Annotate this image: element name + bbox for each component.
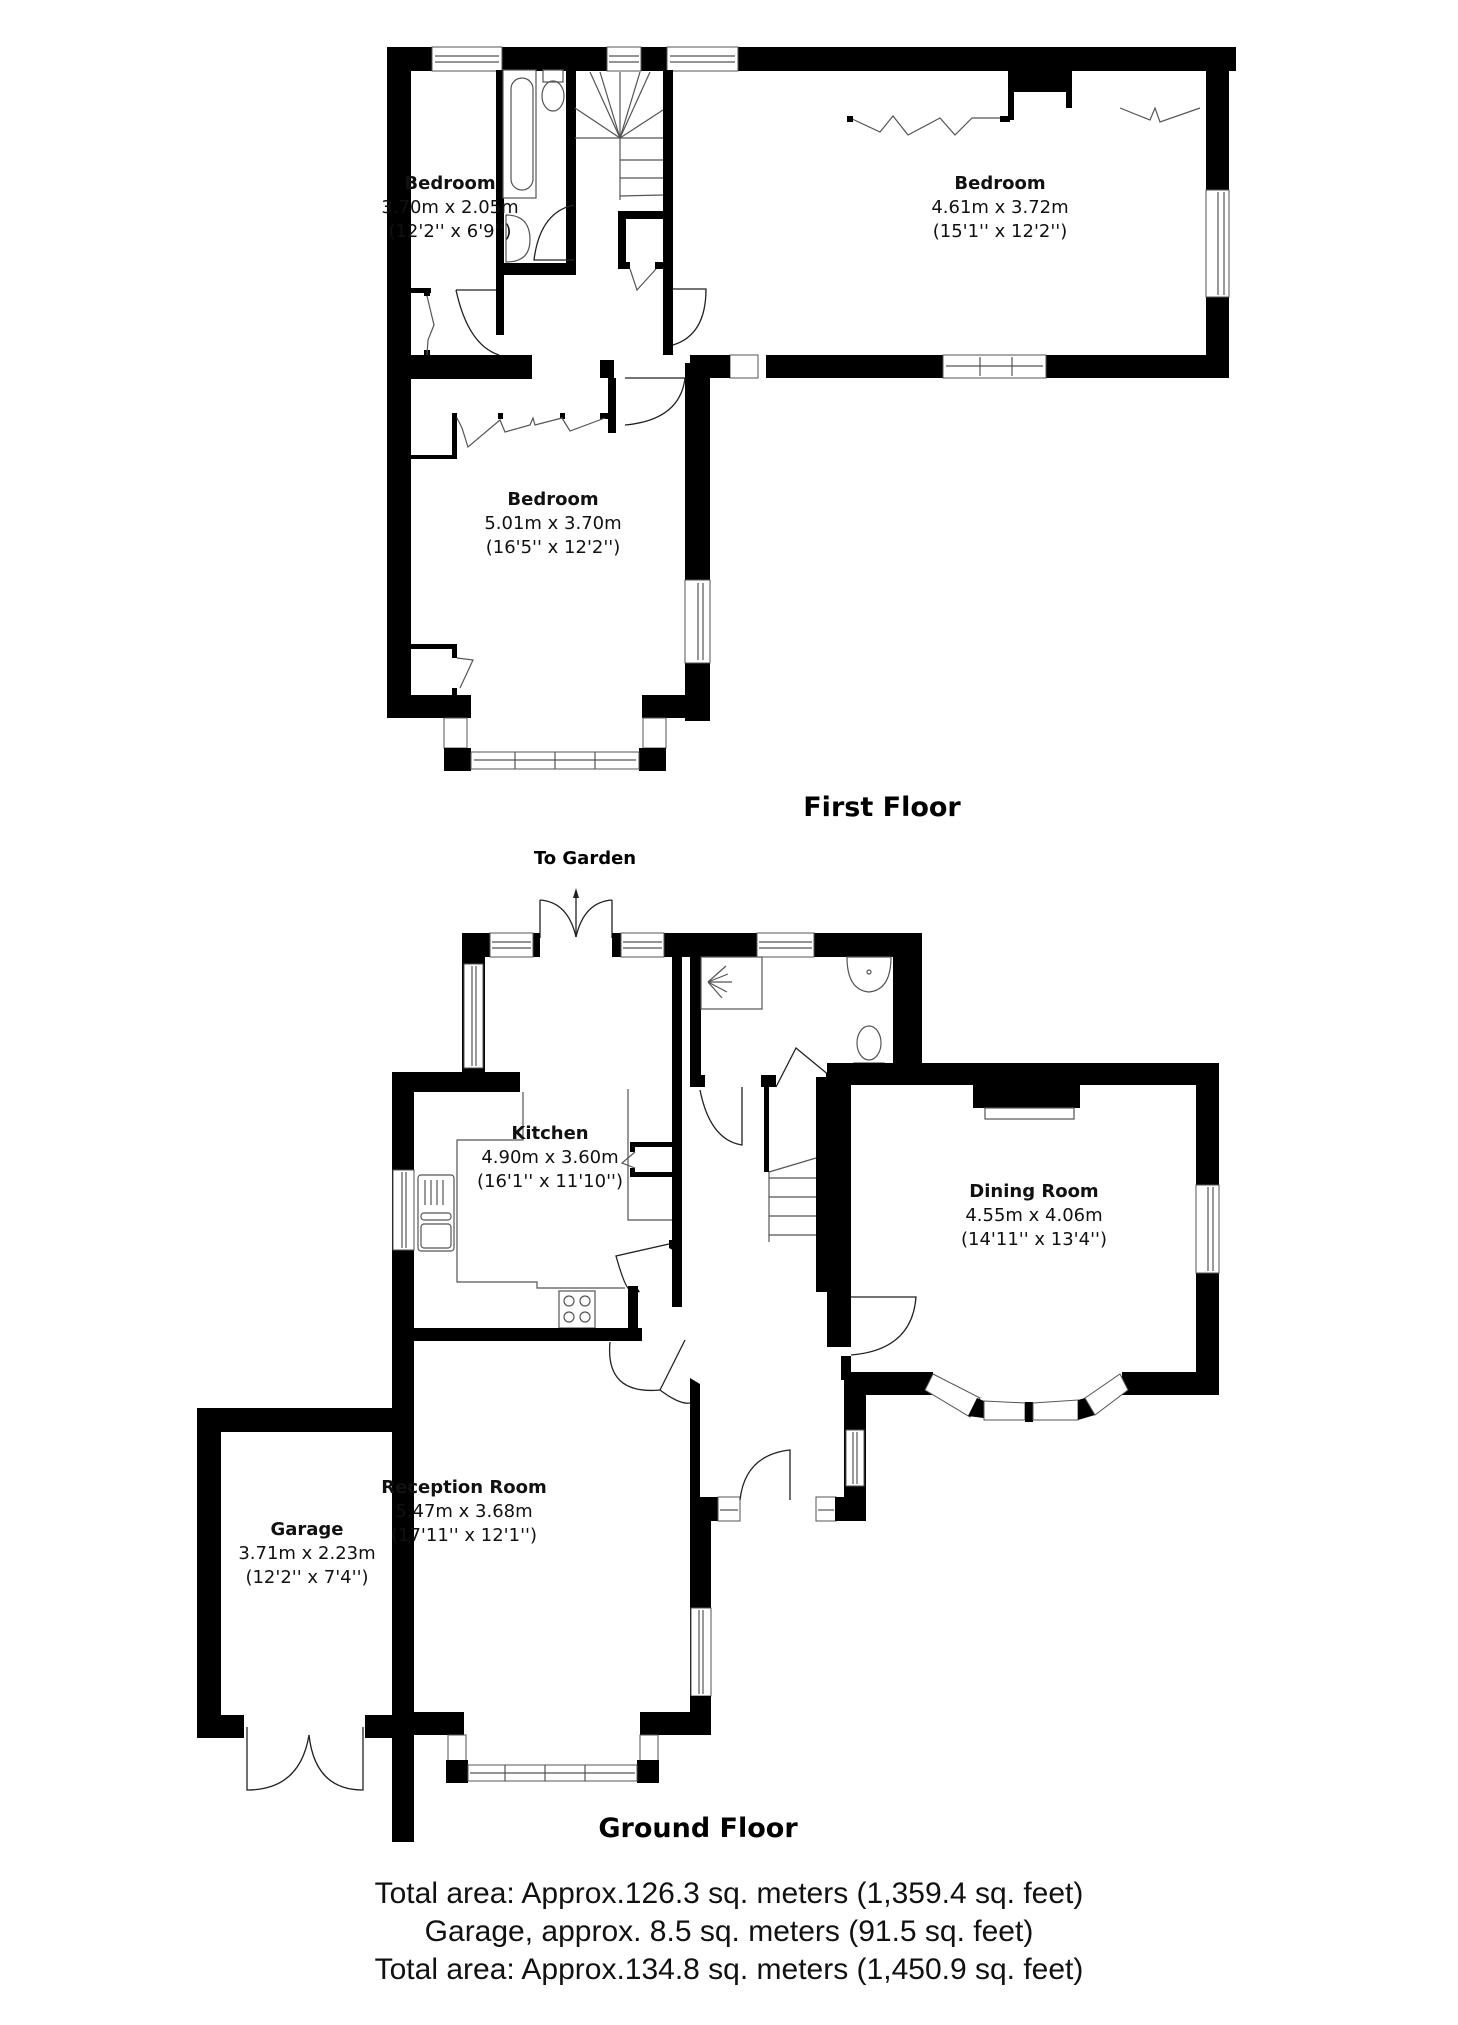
room-label-kitchen: Kitchen 4.90m x 3.60m (16'1'' x 11'10'') xyxy=(477,1122,623,1193)
room-label-reception-room: Reception Room 5.47m x 3.68m (17'11'' x … xyxy=(381,1476,546,1547)
room-dimensions-metric: 3.70m x 2.05m xyxy=(381,196,519,218)
room-dimensions-imperial: (14'11'' x 13'4'') xyxy=(961,1228,1107,1250)
room-label-bedroom-2: Bedroom 4.61m x 3.72m (15'1'' x 12'2'') xyxy=(931,172,1068,243)
room-label-dining-room: Dining Room 4.55m x 4.06m (14'11'' x 13'… xyxy=(961,1180,1107,1251)
room-dimensions-imperial: (12'2'' x 6'9'') xyxy=(388,220,512,242)
room-name: Bedroom xyxy=(954,173,1046,194)
room-dimensions-imperial: (16'1'' x 11'10'') xyxy=(477,1170,623,1192)
room-label-garage: Garage 3.71m x 2.23m (12'2'' x 7'4'') xyxy=(238,1518,375,1589)
bay-window-icon xyxy=(924,1373,1129,1422)
room-name: Dining Room xyxy=(969,1181,1099,1202)
garden-doors-icon xyxy=(539,888,613,938)
basin-icon xyxy=(846,956,892,993)
hob-icon xyxy=(558,1290,596,1329)
shower-icon xyxy=(707,965,732,999)
room-name: Reception Room xyxy=(381,1477,547,1498)
room-label-bedroom-3: Bedroom 5.01m x 3.70m (16'5'' x 12'2'') xyxy=(484,488,621,559)
floor-title-first: First Floor xyxy=(803,792,961,823)
room-dimensions-imperial: (16'5'' x 12'2'') xyxy=(485,536,621,558)
first-floor-plan xyxy=(387,46,1236,771)
staircase-icon xyxy=(574,71,664,200)
room-name: Bedroom xyxy=(404,173,496,194)
garage-doors-icon xyxy=(246,1727,364,1791)
staircase-icon xyxy=(768,1157,817,1242)
room-dimensions-metric: 4.61m x 3.72m xyxy=(931,196,1069,218)
total-area-incl-garage-line: Total area: Approx.134.8 sq. meters (1,4… xyxy=(374,1953,1084,1986)
sink-icon xyxy=(417,1174,455,1252)
to-garden-label: To Garden xyxy=(533,848,637,869)
room-dimensions-imperial: (17'11'' x 12'1'') xyxy=(391,1524,537,1546)
room-label-bedroom-1: Bedroom 3.70m x 2.05m (12'2'' x 6'9'') xyxy=(381,172,518,243)
room-dimensions-imperial: (15'1'' x 12'2'') xyxy=(932,220,1068,242)
ground-floor-plan xyxy=(197,888,1220,1842)
room-name: Garage xyxy=(270,1519,344,1540)
room-dimensions-imperial: (12'2'' x 7'4'') xyxy=(245,1566,369,1588)
area-summary: Total area: Approx.126.3 sq. meters (1,3… xyxy=(0,1875,1458,1989)
total-area-line: Total area: Approx.126.3 sq. meters (1,3… xyxy=(374,1877,1084,1910)
room-dimensions-metric: 5.47m x 3.68m xyxy=(395,1500,533,1522)
room-dimensions-metric: 3.71m x 2.23m xyxy=(238,1542,376,1564)
garage-area-line: Garage, approx. 8.5 sq. meters (91.5 sq.… xyxy=(424,1915,1034,1948)
room-dimensions-metric: 4.55m x 4.06m xyxy=(965,1204,1103,1226)
room-dimensions-metric: 4.90m x 3.60m xyxy=(481,1146,619,1168)
room-name: Kitchen xyxy=(511,1123,589,1144)
room-dimensions-metric: 5.01m x 3.70m xyxy=(484,512,622,534)
floor-title-ground: Ground Floor xyxy=(598,1813,798,1844)
room-name: Bedroom xyxy=(507,489,599,510)
